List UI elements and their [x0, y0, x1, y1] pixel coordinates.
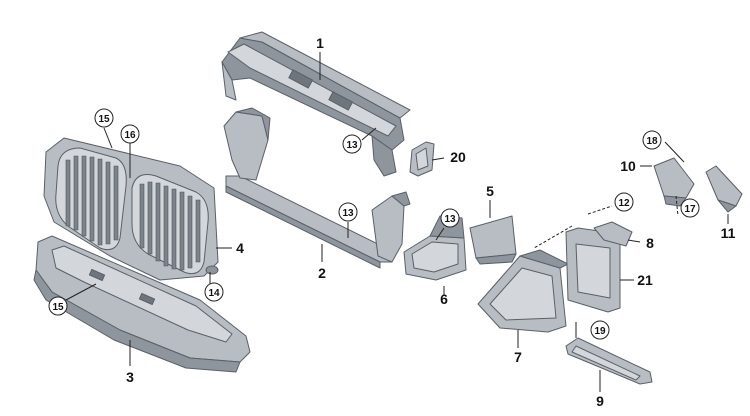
- circled-callouts: 15 16 15 14 13 13 13 12: [48, 108, 700, 340]
- grille-slats-left: [65, 155, 119, 246]
- svg-text:13: 13: [342, 208, 354, 219]
- callout-9: 9: [596, 393, 604, 409]
- svg-text:15: 15: [52, 302, 64, 313]
- svg-text:14: 14: [208, 288, 220, 299]
- part-8-bracket: [593, 221, 633, 247]
- callout-21: 21: [637, 272, 653, 288]
- svg-text:17: 17: [684, 204, 696, 215]
- callout-numbers: 1 2 3 4 5 6 7 8 9 10 11 20 21: [126, 35, 736, 409]
- callout-13-right: 13: [440, 208, 460, 228]
- callout-7: 7: [514, 349, 522, 365]
- svg-text:12: 12: [618, 198, 630, 209]
- callout-6: 6: [440, 291, 448, 307]
- part-20-bracket: [409, 141, 435, 177]
- svg-text:16: 16: [124, 130, 136, 141]
- part-4-grille: [43, 137, 219, 281]
- part-11-corner: [705, 165, 743, 213]
- callout-19: 19: [590, 320, 610, 340]
- leader-lines: [65, 52, 729, 392]
- callout-12: 12: [614, 192, 634, 212]
- part-10-side-bracket: [653, 157, 695, 207]
- part-2-lower-frame: [223, 107, 411, 269]
- callout-11: 11: [721, 225, 736, 241]
- callout-13-upper: 13: [342, 134, 362, 154]
- callout-10: 10: [620, 158, 636, 174]
- part-1-upper-carrier: [221, 31, 411, 177]
- callout-16: 16: [120, 124, 140, 144]
- svg-text:19: 19: [594, 326, 606, 337]
- callout-4: 4: [236, 240, 244, 256]
- part-9-mount: [565, 337, 653, 385]
- callout-2: 2: [318, 265, 326, 281]
- callout-3: 3: [126, 369, 134, 385]
- callout-8: 8: [646, 235, 654, 251]
- svg-text:13: 13: [444, 214, 456, 225]
- callout-5: 5: [486, 183, 494, 199]
- svg-text:18: 18: [646, 136, 658, 147]
- callout-15-top: 15: [94, 108, 114, 128]
- callout-14: 14: [204, 282, 224, 302]
- part-7-duct: [477, 249, 569, 333]
- part-3-lower-duct: [33, 235, 251, 373]
- callout-15-bottom: 15: [48, 296, 68, 316]
- callout-13-lower: 13: [338, 202, 358, 222]
- svg-text:13: 13: [346, 140, 358, 151]
- callout-18: 18: [642, 130, 662, 150]
- callout-1: 1: [316, 35, 324, 51]
- svg-text:15: 15: [98, 114, 110, 125]
- part-5-air-guide: [469, 215, 517, 265]
- grille-slats-right: [139, 181, 201, 271]
- part-6-air-guide: [403, 215, 467, 281]
- part-21-side-frame: [565, 227, 621, 313]
- callout-20: 20: [450, 149, 466, 165]
- callout-17: 17: [680, 198, 700, 218]
